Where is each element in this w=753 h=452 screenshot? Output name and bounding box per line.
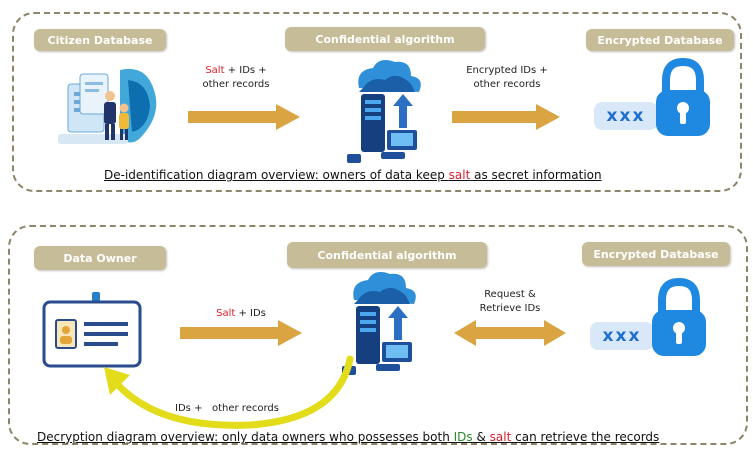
caption1-salt: salt [448, 168, 471, 182]
salt-text-2: Salt [216, 308, 236, 319]
caption2-ids: IDs [453, 430, 473, 444]
return-arrow [104, 355, 354, 429]
caption2-pre: Decryption diagram overview: only data o… [37, 430, 454, 444]
arrow2-label-line2: other records [473, 79, 541, 90]
request-retrieve-label: Request & Retrieve IDs [458, 288, 562, 316]
caption1-post: as secret information [470, 168, 602, 182]
retrieve-label: Retrieve IDs [479, 303, 541, 314]
lock-icon-2 [652, 277, 706, 356]
encrypted-database-tag-2: Encrypted Database [582, 242, 730, 266]
caption2-amp: & [472, 430, 490, 444]
people-database-icon [58, 68, 157, 144]
decryption-caption: Decryption diagram overview: only data o… [37, 430, 659, 444]
arrow2-label-line1: Encrypted IDs + [466, 65, 548, 76]
arrow2-label: Encrypted IDs + other records [448, 64, 566, 92]
deidentification-panel [12, 12, 742, 192]
return-label: IDs + other records [175, 403, 279, 414]
arrow-to-algorithm-2 [180, 320, 302, 346]
caption2-post: can retrieve the records [511, 430, 660, 444]
password-mask-2: xxx [602, 326, 642, 346]
lock-icon [656, 57, 710, 136]
caption1-pre: De-identification diagram overview: owne… [104, 168, 449, 182]
arrow1-label-bottom: Salt + IDs [196, 307, 286, 321]
data-owner-tag: Data Owner [34, 246, 166, 270]
id-card-icon [42, 292, 142, 368]
request-label: Request & [484, 289, 536, 300]
decryption-panel [8, 225, 748, 445]
arrow1-label: Salt + IDs + other records [186, 64, 286, 92]
arrow1-label-rest: + IDs + [224, 65, 267, 76]
citizen-database-tag: Citizen Database [34, 29, 166, 51]
deidentification-caption: De-identification diagram overview: owne… [104, 168, 602, 182]
encrypted-database-tag: Encrypted Database [586, 29, 734, 51]
salt-text: Salt [205, 65, 225, 76]
arrow-to-encrypted-db [452, 104, 560, 130]
password-field: xxx [594, 102, 658, 130]
cloud-server-icon [347, 60, 421, 163]
password-mask: xxx [606, 106, 646, 126]
bidirectional-arrow [454, 320, 566, 346]
password-field-2: xxx [590, 322, 654, 350]
arrow1-bottom-rest: + IDs [235, 308, 266, 319]
confidential-algorithm-tag-2: Confidential algorithm [287, 242, 487, 268]
arrow-to-algorithm [188, 104, 300, 130]
caption2-salt: salt [489, 430, 512, 444]
confidential-algorithm-tag: Confidential algorithm [285, 27, 485, 51]
arrow1-label-line2: other records [202, 79, 270, 90]
